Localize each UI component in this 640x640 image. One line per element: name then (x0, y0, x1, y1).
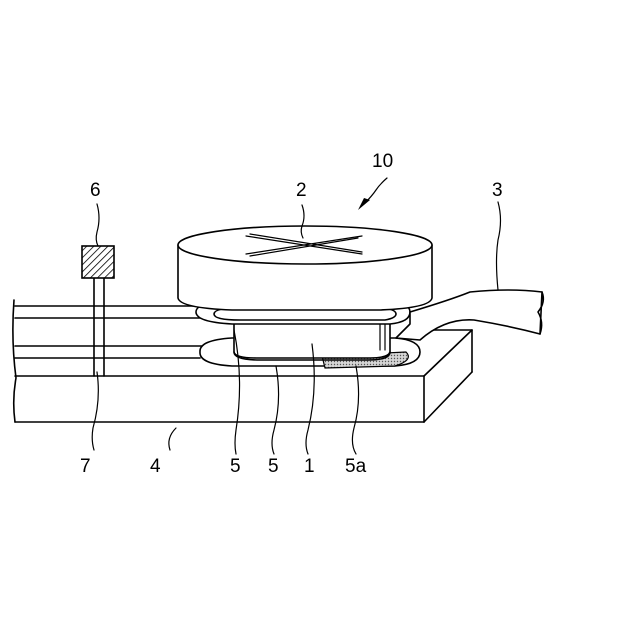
arrow-10 (358, 198, 370, 210)
leader-7 (92, 372, 98, 450)
label-trace: 7 (80, 456, 91, 477)
hatched-pad (82, 246, 114, 278)
label-body: 1 (304, 456, 315, 477)
label-device: 10 (372, 151, 393, 172)
cover (178, 226, 432, 310)
label-cable: 3 (492, 180, 503, 201)
trace-lines (15, 278, 205, 376)
leader-3 (497, 202, 501, 290)
leader-5a (352, 366, 358, 454)
leader-6 (96, 204, 99, 246)
label-ring-left: 5 (230, 456, 241, 477)
leader-5-right (272, 366, 279, 454)
leader-4 (169, 428, 176, 450)
label-adhesive: 5a (345, 456, 367, 477)
label-cover: 2 (296, 180, 307, 201)
label-substrate: 4 (150, 456, 161, 477)
label-ring-right: 5 (268, 456, 279, 477)
substrate-bottom-right-edge (424, 372, 472, 422)
label-pad: 6 (90, 180, 101, 201)
substrate-top-right-edge (424, 330, 472, 376)
